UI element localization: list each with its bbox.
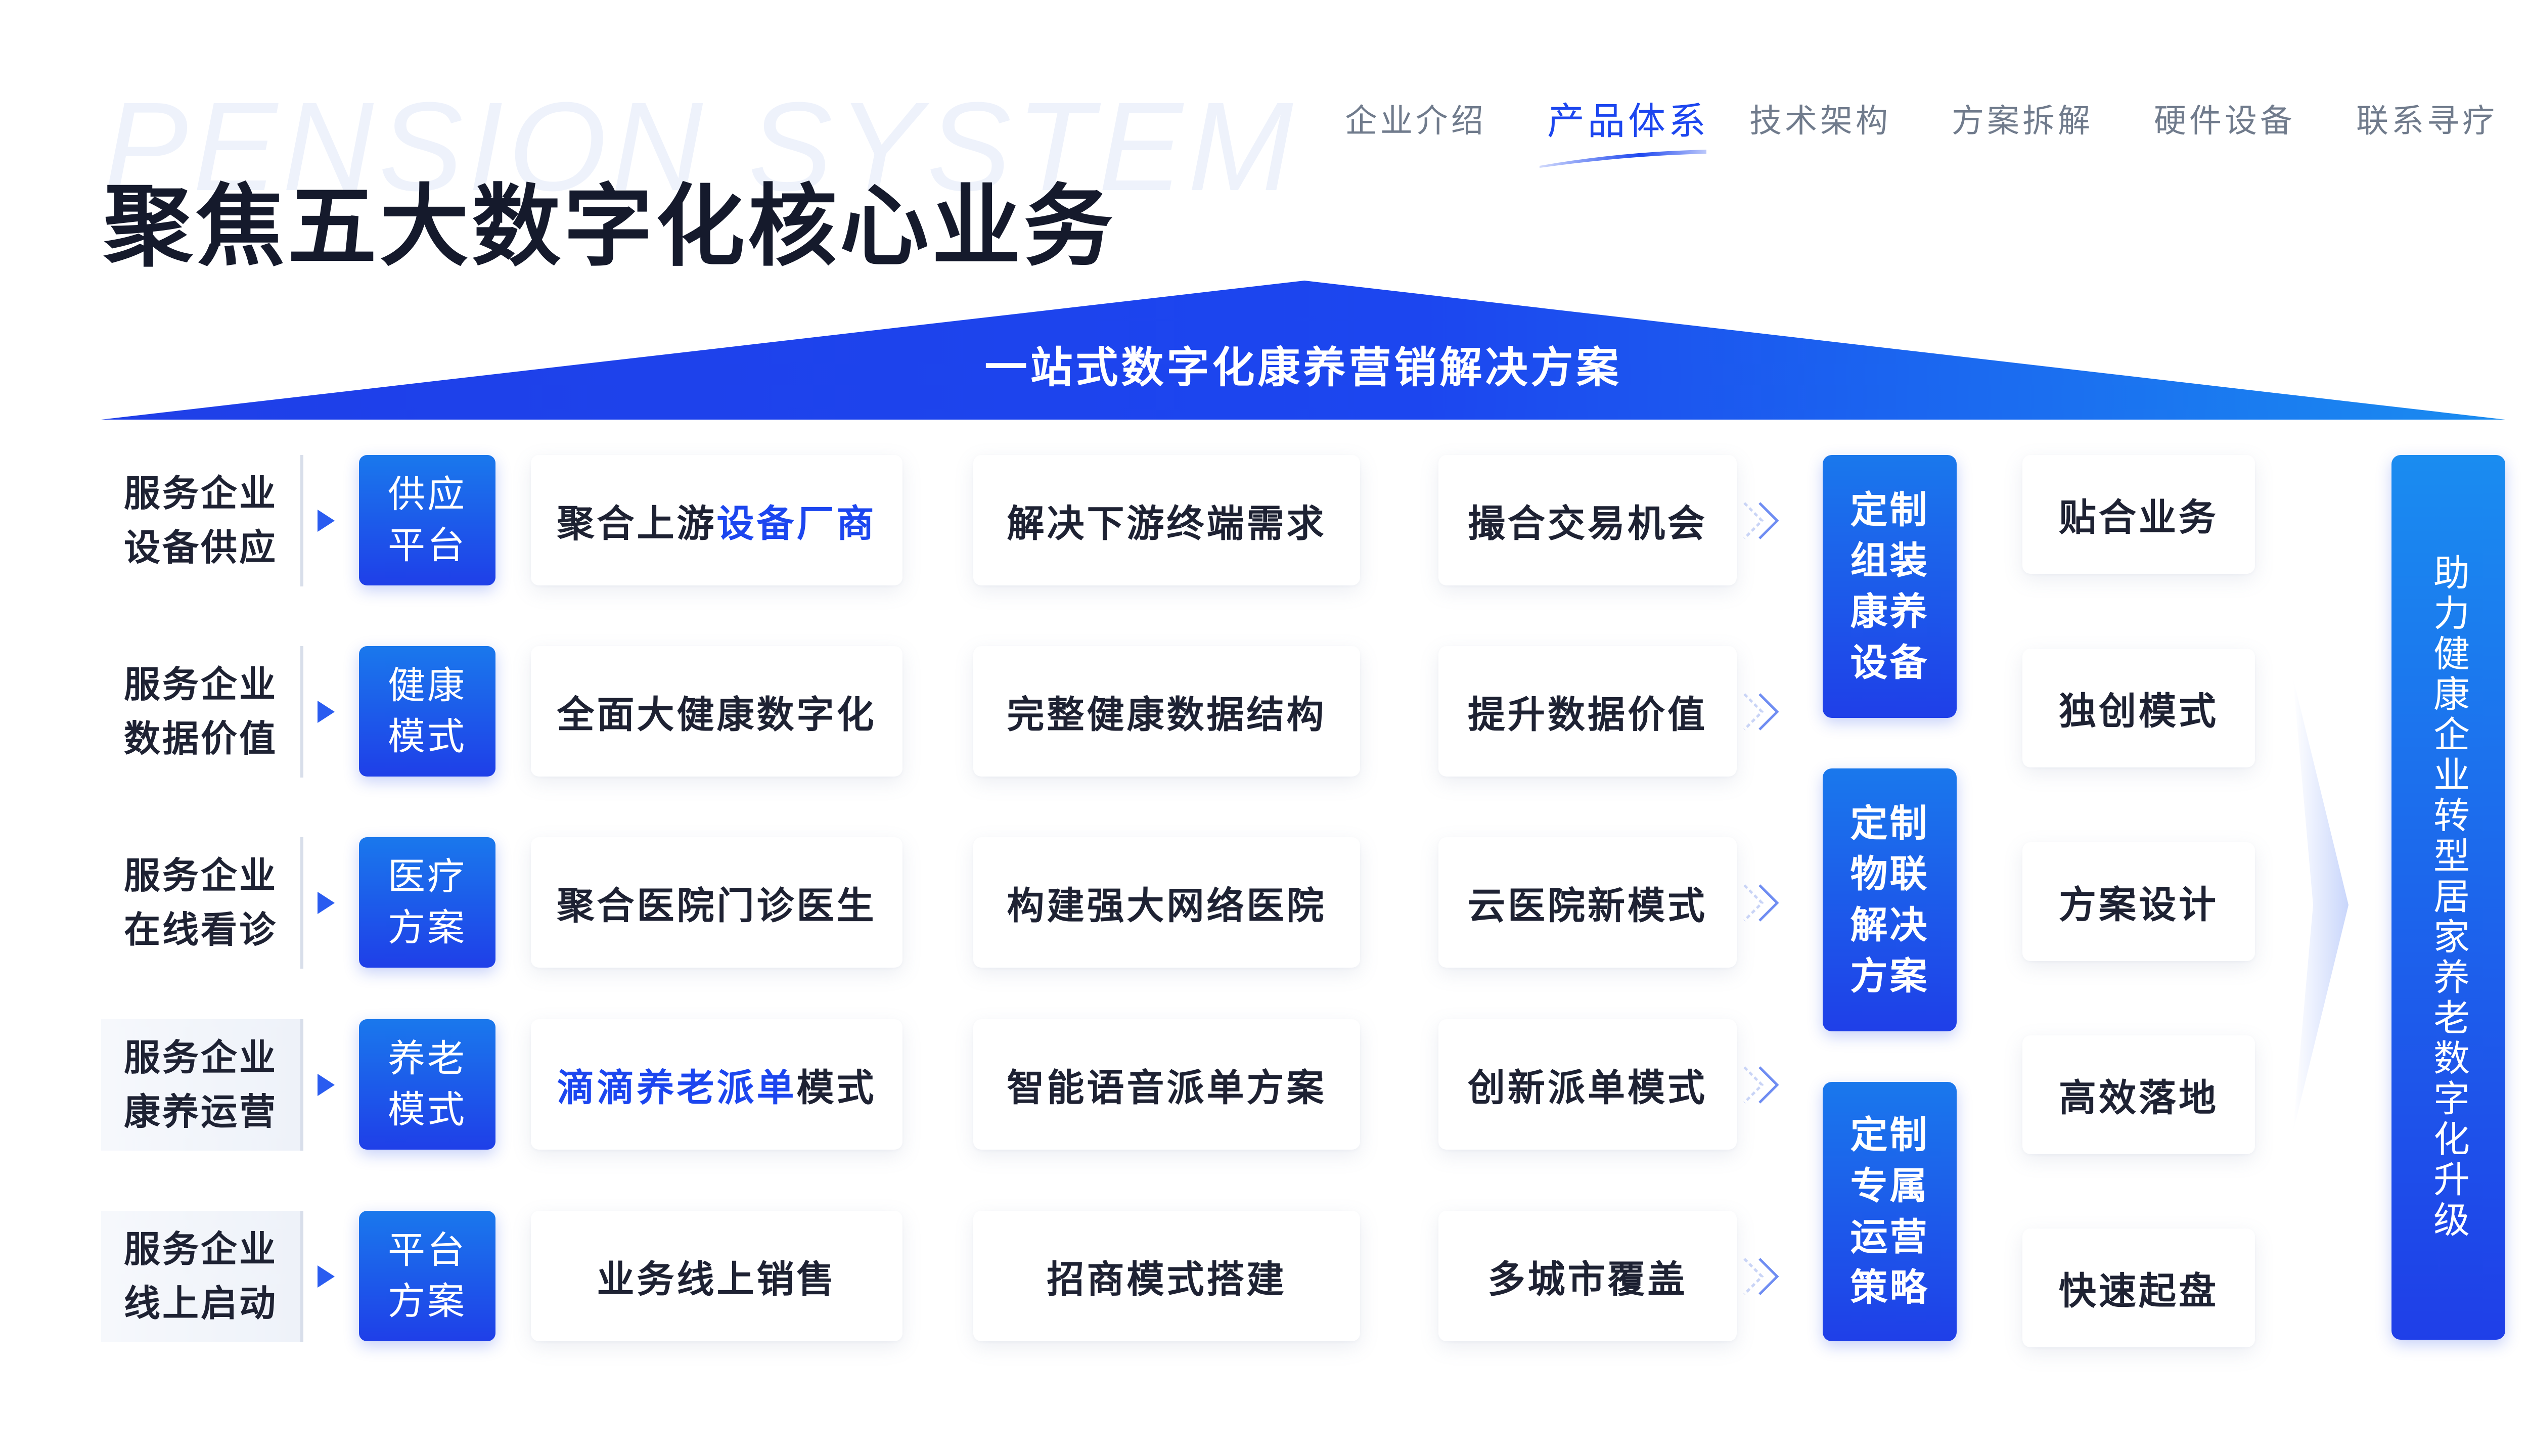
row-label-care-operation: 服务企业 康养运营 <box>101 1019 303 1151</box>
row-label-line: 康养运营 <box>123 1090 278 1133</box>
card-didi-care-dispatch: 滴滴养老派单模式 <box>531 1019 902 1150</box>
benefit-plan-design: 方案设计 <box>2022 842 2255 961</box>
custom-operation-strategy[interactable]: 定制 专属 运营 策略 <box>1823 1082 1957 1341</box>
card-online-sales: 业务线上销售 <box>531 1211 902 1341</box>
card-text: 聚合医院门诊医生 <box>557 884 877 928</box>
card-voice-dispatch: 智能语音派单方案 <box>973 1019 1360 1150</box>
double-chevron-icon <box>1743 1066 1779 1104</box>
double-chevron-icon <box>1743 693 1779 731</box>
right-arrow-icon <box>2293 677 2349 1132</box>
card-hospital-doctors: 聚合医院门诊医生 <box>531 837 902 968</box>
double-chevron-icon <box>1743 1258 1779 1295</box>
nav-item-solution-breakdown[interactable]: 方案拆解 <box>1952 103 2093 140</box>
row-label-online-diagnosis: 服务企业 在线看诊 <box>101 837 303 969</box>
custom-line: 专属 <box>1850 1164 1929 1208</box>
nav-item-contact[interactable]: 联系寻疗 <box>2356 103 2498 140</box>
custom-line: 解决 <box>1850 903 1929 947</box>
custom-line: 方案 <box>1850 954 1929 998</box>
nav-item-tech-architecture[interactable]: 技术架构 <box>1749 103 1891 140</box>
card-highlight-text: 滴滴养老派单 <box>557 1066 797 1110</box>
benefit-quick-start: 快速起盘 <box>2022 1228 2255 1347</box>
top-nav: 企业介绍 产品体系 技术架构 方案拆解 硬件设备 联系寻疗 <box>1335 95 2498 176</box>
pointer-triangle-icon <box>318 1265 335 1288</box>
nav-item-hardware[interactable]: 硬件设备 <box>2154 103 2295 140</box>
card-highlight-text: 设备厂商 <box>716 502 877 545</box>
custom-iot-solution[interactable]: 定制 物联 解决 方案 <box>1823 768 1957 1031</box>
category-line: 模式 <box>388 715 467 758</box>
double-chevron-icon <box>1743 502 1779 539</box>
custom-line: 运营 <box>1850 1215 1929 1259</box>
row-label-line: 服务企业 <box>123 1228 278 1271</box>
category-line: 平台 <box>388 1228 467 1272</box>
custom-line: 策略 <box>1850 1266 1929 1310</box>
benefit-efficient-landing: 高效落地 <box>2022 1035 2255 1154</box>
card-text: 业务线上销售 <box>597 1257 837 1301</box>
row-label-line: 数据价值 <box>123 717 278 760</box>
card-data-value: 提升数据价值 <box>1438 646 1737 777</box>
custom-line: 康养 <box>1850 590 1929 633</box>
watermark-text: PENSION SYSTEM <box>104 76 1298 217</box>
pointer-triangle-icon <box>318 892 335 914</box>
category-line: 养老 <box>388 1037 467 1081</box>
category-platform-plan[interactable]: 平台 方案 <box>359 1211 495 1341</box>
banner-text: 一站式数字化康养营销解决方案 <box>984 343 1622 392</box>
category-line: 医疗 <box>388 855 467 899</box>
category-line: 方案 <box>388 906 467 949</box>
card-dispatch-innovation: 创新派单模式 <box>1438 1019 1737 1150</box>
card-cloud-hospital: 云医院新模式 <box>1438 837 1737 968</box>
card-text: 模式 <box>796 1066 877 1110</box>
pointer-triangle-icon <box>318 701 335 723</box>
card-downstream-demand: 解决下游终端需求 <box>973 455 1360 585</box>
benefit-original-model: 独创模式 <box>2022 649 2255 767</box>
row-label-online-launch: 服务企业 线上启动 <box>101 1211 303 1342</box>
benefit-fit-business: 贴合业务 <box>2022 455 2255 574</box>
card-network-hospital: 构建强大网络医院 <box>973 837 1360 968</box>
card-match-trades: 撮合交易机会 <box>1438 455 1737 585</box>
row-label-line: 设备供应 <box>123 526 278 569</box>
custom-line: 定制 <box>1850 801 1929 845</box>
category-line: 平台 <box>388 524 467 567</box>
active-tab-underline <box>1540 150 1706 168</box>
custom-line: 设备 <box>1850 641 1929 685</box>
nav-item-product-system[interactable]: 产品体系 <box>1547 100 1709 143</box>
card-aggregate-upstream: 聚合上游设备厂商 <box>531 455 902 585</box>
page-title: 聚焦五大数字化核心业务 <box>104 175 1116 279</box>
pointer-triangle-icon <box>318 1074 335 1096</box>
double-chevron-icon <box>1743 884 1779 922</box>
solution-banner <box>101 281 2505 420</box>
category-medical-plan[interactable]: 医疗 方案 <box>359 837 495 968</box>
card-health-data-structure: 完整健康数据结构 <box>973 646 1360 777</box>
row-label-line: 线上启动 <box>123 1282 278 1325</box>
custom-line: 组装 <box>1850 539 1929 583</box>
category-line: 健康 <box>388 664 467 708</box>
row-label-line: 在线看诊 <box>123 908 278 951</box>
row-label-data-value: 服务企业 数据价值 <box>101 646 303 778</box>
row-label-line: 服务企业 <box>123 472 278 515</box>
custom-line: 定制 <box>1850 488 1929 532</box>
custom-line: 定制 <box>1850 1113 1929 1157</box>
category-line: 方案 <box>388 1280 467 1323</box>
category-line: 供应 <box>388 473 467 517</box>
row-label-line: 服务企业 <box>123 854 278 897</box>
card-text: 聚合上游 <box>557 502 717 545</box>
upgrade-bar: 助力健康企业转型居家养老数字化升级 <box>2391 455 2505 1340</box>
custom-device-assembly[interactable]: 定制 组装 康养 设备 <box>1823 455 1957 718</box>
category-supply-platform[interactable]: 供应 平台 <box>359 455 495 585</box>
pointer-triangle-icon <box>318 510 335 532</box>
category-health-mode[interactable]: 健康 模式 <box>359 646 495 777</box>
card-health-digital: 全面大健康数字化 <box>531 646 902 777</box>
card-investment-model: 招商模式搭建 <box>973 1211 1360 1341</box>
card-multi-city: 多城市覆盖 <box>1438 1211 1737 1341</box>
row-label-device-supply: 服务企业 设备供应 <box>101 455 303 586</box>
upgrade-text: 助力健康企业转型居家养老数字化升级 <box>2427 554 2470 1241</box>
row-label-line: 服务企业 <box>123 663 278 706</box>
nav-item-company-intro[interactable]: 企业介绍 <box>1345 103 1486 140</box>
row-label-line: 服务企业 <box>123 1036 278 1079</box>
card-text: 全面大健康数字化 <box>557 693 877 737</box>
category-elderly-care-mode[interactable]: 养老 模式 <box>359 1019 495 1150</box>
custom-line: 物联 <box>1850 852 1929 896</box>
category-line: 模式 <box>388 1088 467 1131</box>
